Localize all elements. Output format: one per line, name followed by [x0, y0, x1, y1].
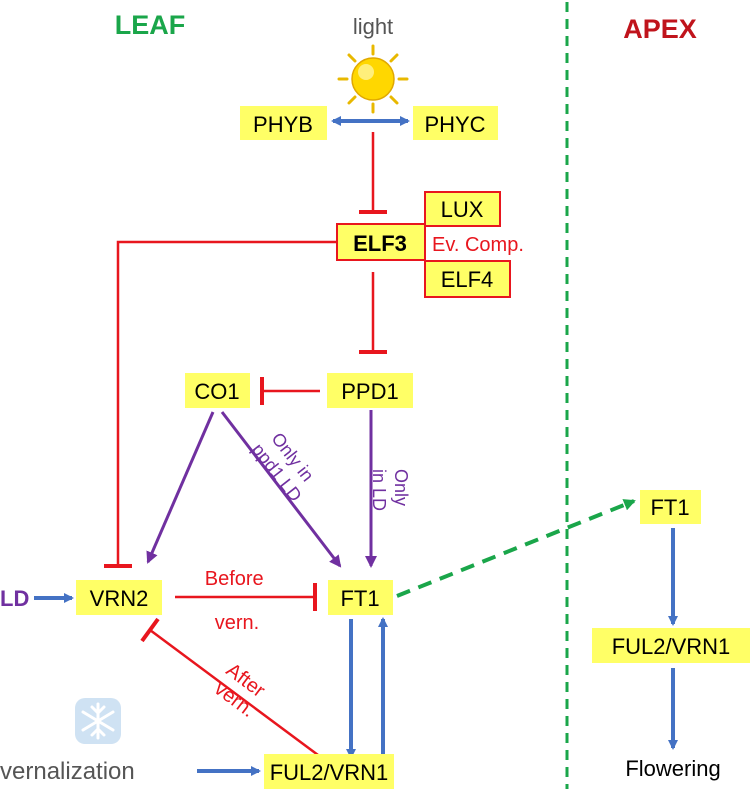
elf4-label: ELF4 — [441, 267, 494, 292]
co1-label: CO1 — [194, 379, 239, 404]
leaf-region-label: LEAF — [115, 10, 186, 40]
ev-comp-label: Ev. Comp. — [432, 234, 524, 256]
lux-label: LUX — [441, 197, 484, 222]
ful2-apex-box — [592, 628, 750, 663]
only-in-ppd1-label: Only in ppd1 LD — [248, 426, 323, 505]
phyc-box — [413, 106, 498, 140]
elf4-box — [424, 260, 511, 298]
light-label: light — [353, 14, 393, 39]
only-in-ld-line2: in LD — [369, 469, 389, 511]
ft1-apex-box — [640, 490, 701, 524]
sun-icon — [337, 44, 409, 114]
ful2-represses-vrn2-bar — [140, 617, 160, 643]
ft1-apex-label: FT1 — [650, 495, 689, 520]
vernalization-label: vernalization — [0, 758, 135, 785]
before-vern-line2: vern. — [215, 612, 259, 634]
snowflake-icon — [75, 698, 121, 744]
co1-activates-ft1 — [220, 411, 342, 568]
co1-activates-vrn2 — [146, 411, 215, 564]
flowering-label: Flowering — [625, 756, 720, 781]
ft1-transport-to-apex — [396, 499, 636, 598]
elf3-box — [336, 223, 426, 261]
before-vern-line1: Before — [205, 568, 264, 590]
ful2-apex-label: FUL2/VRN1 — [612, 634, 731, 659]
ful2-leaf-box — [264, 754, 394, 789]
phyc-label: PHYC — [424, 112, 485, 137]
elf3-label: ELF3 — [353, 231, 407, 256]
phyb-label: PHYB — [253, 112, 313, 137]
lux-box — [424, 191, 501, 227]
ppd1-label: PPD1 — [341, 379, 398, 404]
ld-input-label: LD — [0, 586, 29, 611]
ful2-leaf-label: FUL2/VRN1 — [270, 760, 389, 785]
ful2-represses-vrn2 — [149, 628, 319, 757]
elf3-represses-vrn2 — [116, 240, 337, 566]
ppd1-box — [327, 373, 413, 408]
ft1-leaf-box — [328, 580, 393, 615]
before-vern-label: Before vern. — [205, 568, 270, 634]
only-in-ld-label: Only in LD — [369, 469, 411, 511]
vrn2-label: VRN2 — [90, 586, 149, 611]
co1-box — [185, 373, 250, 408]
apex-region-label: APEX — [623, 14, 697, 44]
ft1-leaf-label: FT1 — [340, 586, 379, 611]
vrn2-box — [76, 580, 162, 615]
phyb-box — [240, 106, 327, 140]
only-in-ld-line1: Only — [391, 469, 411, 506]
